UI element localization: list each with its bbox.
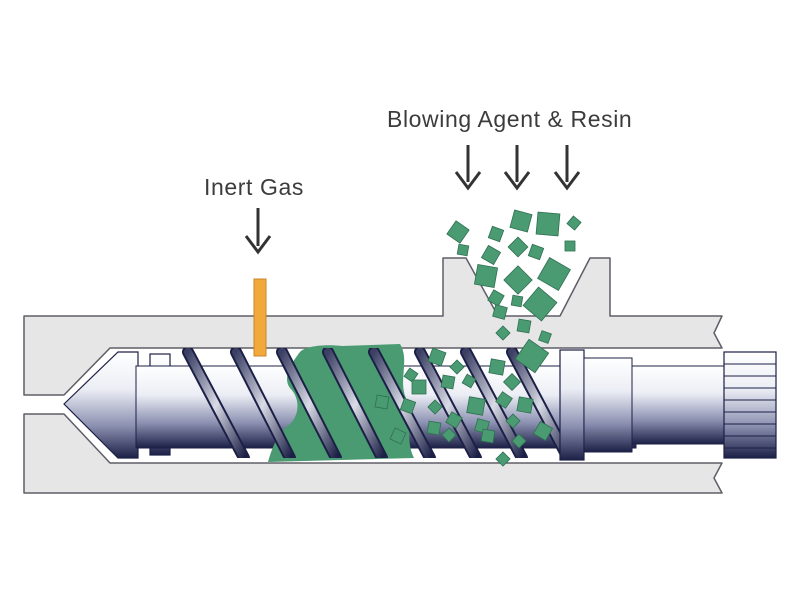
rear-shaft [583, 357, 633, 453]
down-arrow-icon [454, 145, 482, 191]
barrel-upper-wall [23, 257, 723, 396]
screw-flights [182, 348, 574, 458]
drive-coupling [723, 351, 777, 459]
down-arrow-icon [503, 145, 531, 191]
barrel-lower-wall [23, 413, 723, 494]
down-arrow-icon [244, 208, 272, 255]
down-arrow-icon [553, 145, 581, 191]
gas-injector [253, 278, 267, 357]
resin-pellets [374, 209, 582, 467]
melt-zone [268, 344, 414, 462]
blowing-agent-label: Blowing Agent & Resin [387, 106, 633, 132]
screw-collar [559, 349, 585, 461]
inert-gas-label: Inert Gas [204, 174, 304, 200]
drive-shaft [631, 365, 727, 445]
